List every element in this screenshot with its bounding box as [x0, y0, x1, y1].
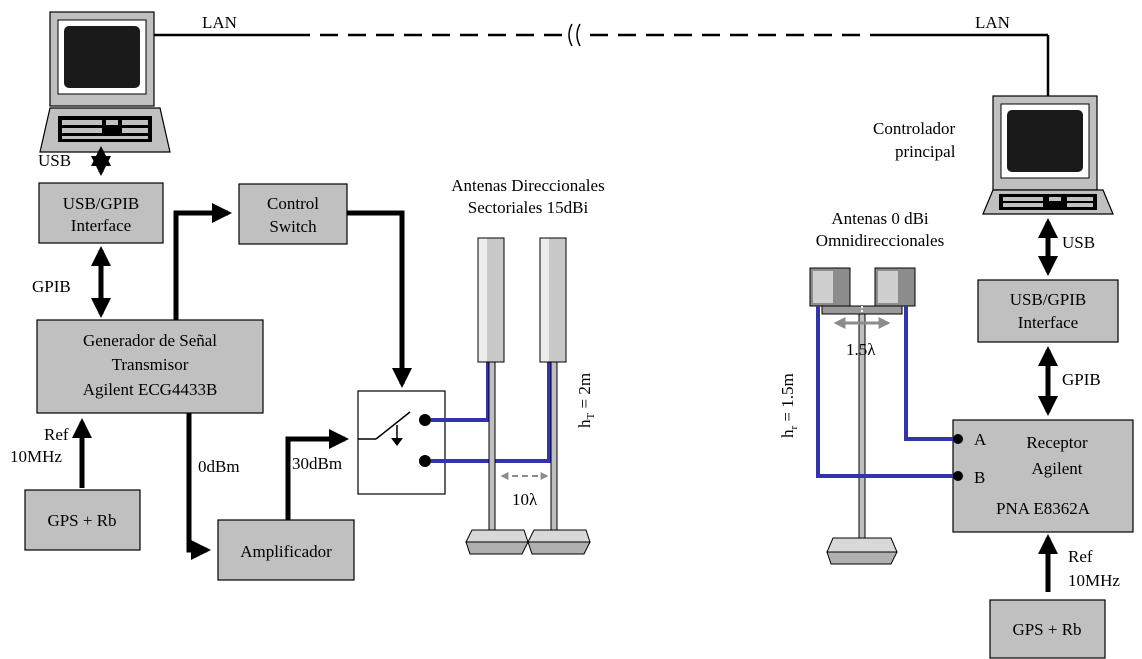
svg-text:Amplificador: Amplificador [240, 542, 332, 561]
break-symbol-icon [568, 23, 581, 47]
control-switch: Control Switch [238, 183, 348, 245]
lan-label-left: LAN [202, 13, 237, 32]
svg-text:Interface: Interface [1018, 313, 1078, 332]
rx-gpib-label: GPIB [1062, 370, 1101, 389]
svg-text:GPS + Rb: GPS + Rb [47, 511, 116, 530]
omni-antenna-icon [809, 267, 916, 565]
gen-to-amp-arrow [186, 413, 211, 560]
level-0dbm: 0dBm [198, 457, 240, 476]
computer-icon-right [982, 95, 1114, 215]
svg-text:Receptor: Receptor [1026, 433, 1088, 452]
svg-text:USB/GPIB: USB/GPIB [63, 194, 140, 213]
tx-ref-label: Ref [44, 425, 69, 444]
rx-usb-label: USB [1062, 233, 1095, 252]
rx-antenna-cables [816, 306, 953, 478]
gen-to-control-arrow [173, 203, 232, 320]
control-to-rf-switch-arrow [347, 210, 412, 388]
computer-icon-left [39, 11, 171, 153]
tx-antenna-cables [431, 362, 551, 463]
svg-text:Control: Control [267, 194, 319, 213]
rf-switch-icon [357, 390, 446, 495]
rx-ref-freq: 10MHz [1068, 571, 1120, 590]
sector-antenna-icon-1 [465, 237, 529, 555]
svg-text:Switch: Switch [269, 217, 317, 236]
lan-link: LAN LAN [150, 13, 1050, 96]
lan-label-right: LAN [975, 13, 1010, 32]
rx-antenna-title-line1: Antenas 0 dBi [831, 209, 929, 228]
svg-text:PNA E8362A: PNA E8362A [996, 499, 1091, 518]
rx-usb-gpib-interface: USB/GPIB Interface [977, 279, 1119, 343]
port-b-label: B [974, 468, 985, 487]
amp-to-switch-arrow [285, 429, 349, 520]
port-a-label: A [974, 430, 987, 449]
tx-ref-freq: 10MHz [10, 447, 62, 466]
svg-text:10λ: 10λ [512, 490, 538, 509]
tx-gps-rb: GPS + Rb [24, 489, 141, 551]
amplifier: Amplificador [217, 519, 355, 581]
tx-height-label: hT = 2m [575, 373, 597, 428]
svg-text:1.5λ: 1.5λ [846, 340, 876, 359]
receiver-pna: Receptor Agilent PNA E8362A A B [952, 419, 1134, 533]
tx-usb-gpib-interface: USB/GPIB Interface [38, 182, 164, 244]
tx-spacing-indicator: 10λ [500, 472, 549, 509]
level-30dbm: 30dBm [292, 454, 342, 473]
svg-text:Transmisor: Transmisor [112, 355, 189, 374]
controller-label-line2: principal [895, 142, 956, 161]
tx-usb-label: USB [38, 151, 71, 170]
tx-gpib-label: GPIB [32, 277, 71, 296]
sector-antenna-icon-2 [527, 237, 591, 555]
rx-spacing-indicator: 1.5λ [833, 317, 891, 359]
signal-generator: Generador de Señal Transmisor Agilent EC… [36, 319, 264, 414]
svg-text:Agilent ECG4433B: Agilent ECG4433B [83, 380, 218, 399]
rx-height-label: hr = 1.5m [778, 373, 800, 438]
controller-label-line1: Controlador [873, 119, 955, 138]
rx-ref-label: Ref [1068, 547, 1093, 566]
tx-antenna-title-line1: Antenas Direccionales [451, 176, 604, 195]
svg-text:GPS + Rb: GPS + Rb [1012, 620, 1081, 639]
svg-text:Interface: Interface [71, 216, 131, 235]
rx-antenna-title-line2: Omnidireccionales [816, 231, 944, 250]
svg-text:USB/GPIB: USB/GPIB [1010, 290, 1087, 309]
svg-text:Agilent: Agilent [1032, 459, 1083, 478]
tx-antenna-title-line2: Sectoriales 15dBi [468, 198, 589, 217]
svg-text:Generador de Señal: Generador de Señal [83, 331, 217, 350]
rx-gps-rb: GPS + Rb [989, 599, 1106, 659]
